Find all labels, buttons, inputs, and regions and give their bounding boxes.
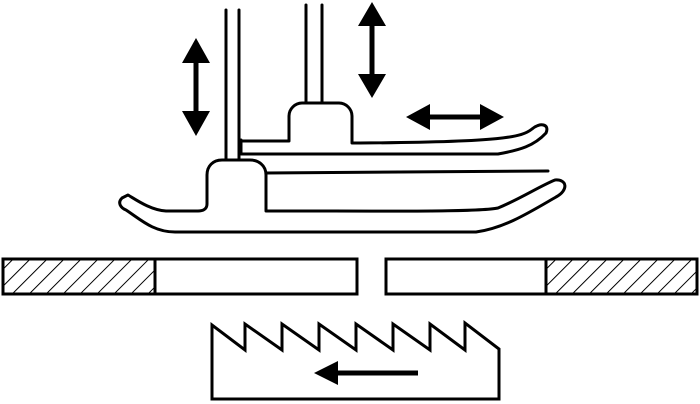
left-presser-foot-shank: [224, 8, 241, 162]
left-arrow-icon: [314, 361, 418, 385]
double-arrow-horizontal-icon: [406, 104, 504, 130]
left-needle-plate-body: [153, 257, 359, 296]
right-presser-foot-body: [239, 101, 549, 156]
double-arrow-vertical-right-icon: [358, 2, 386, 98]
left-presser-foot-upper-edge: [264, 169, 550, 175]
left-needle-plate: [1, 257, 359, 296]
right-needle-plate-body: [384, 257, 548, 296]
feed-dog-body: [210, 319, 501, 401]
right-presser-foot: [239, 3, 549, 156]
right-needle-plate: [384, 257, 699, 296]
left-needle-plate-hatched: [1, 257, 157, 296]
left-presser-foot: [118, 8, 567, 234]
right-needle-plate-hatched: [544, 257, 699, 296]
feed-dog: [210, 319, 501, 401]
double-arrow-vertical-left-icon: [182, 38, 210, 136]
right-presser-foot-shank: [304, 3, 324, 105]
left-presser-foot-body: [118, 158, 567, 234]
